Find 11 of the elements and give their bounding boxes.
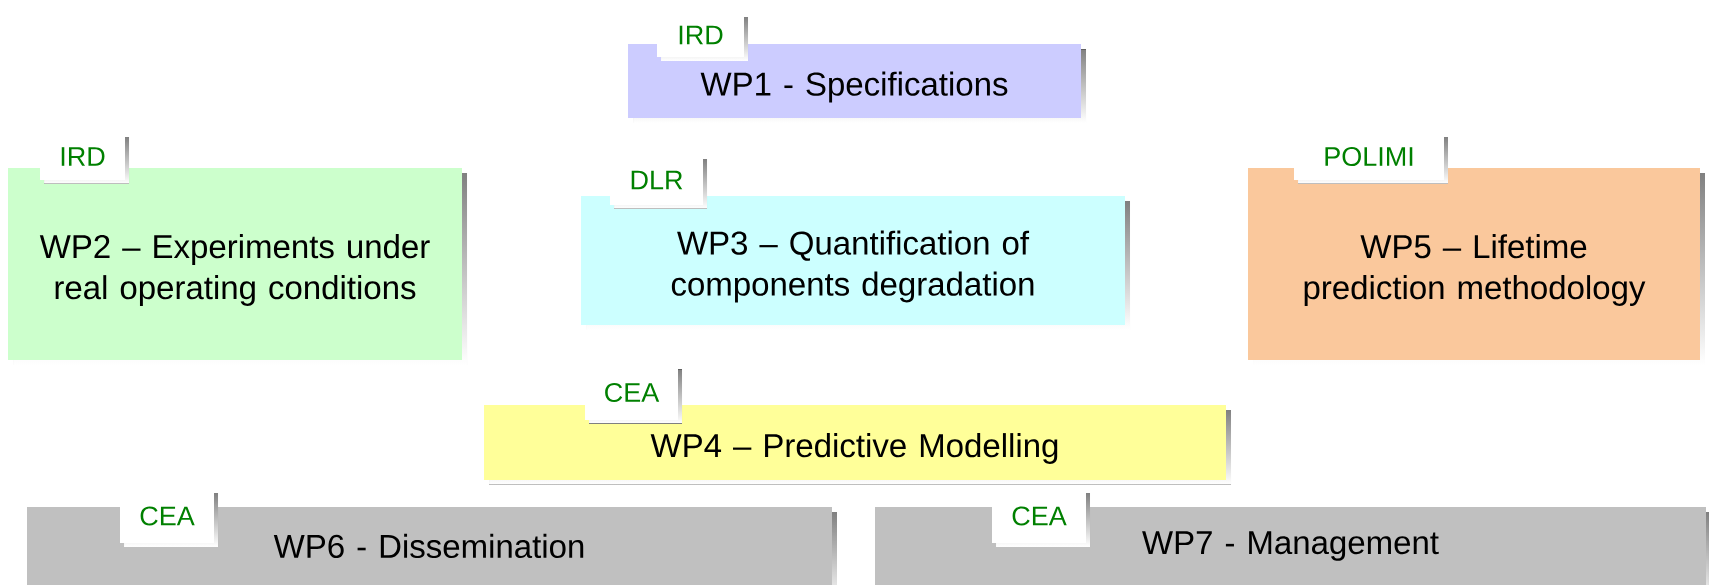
work-package-box: WP2 – Experiments under real operating conditions (8, 168, 467, 365)
partner-tab: CEA (585, 365, 682, 424)
work-package-box: WP4 – Predictive Modelling (484, 405, 1231, 485)
work-package-box: WP5 – Lifetime prediction methodology (1248, 168, 1705, 365)
work-package-box: WP1 - Specifications (628, 44, 1086, 123)
partner-tab: DLR (610, 155, 707, 209)
partner-tab: POLIMI (1294, 133, 1448, 184)
partner-tab: IRD (40, 133, 129, 184)
partner-tab: IRD (657, 13, 748, 61)
work-package-box: WP3 – Quantification of components degradation (581, 196, 1130, 330)
partner-tab: CEA (992, 489, 1090, 547)
